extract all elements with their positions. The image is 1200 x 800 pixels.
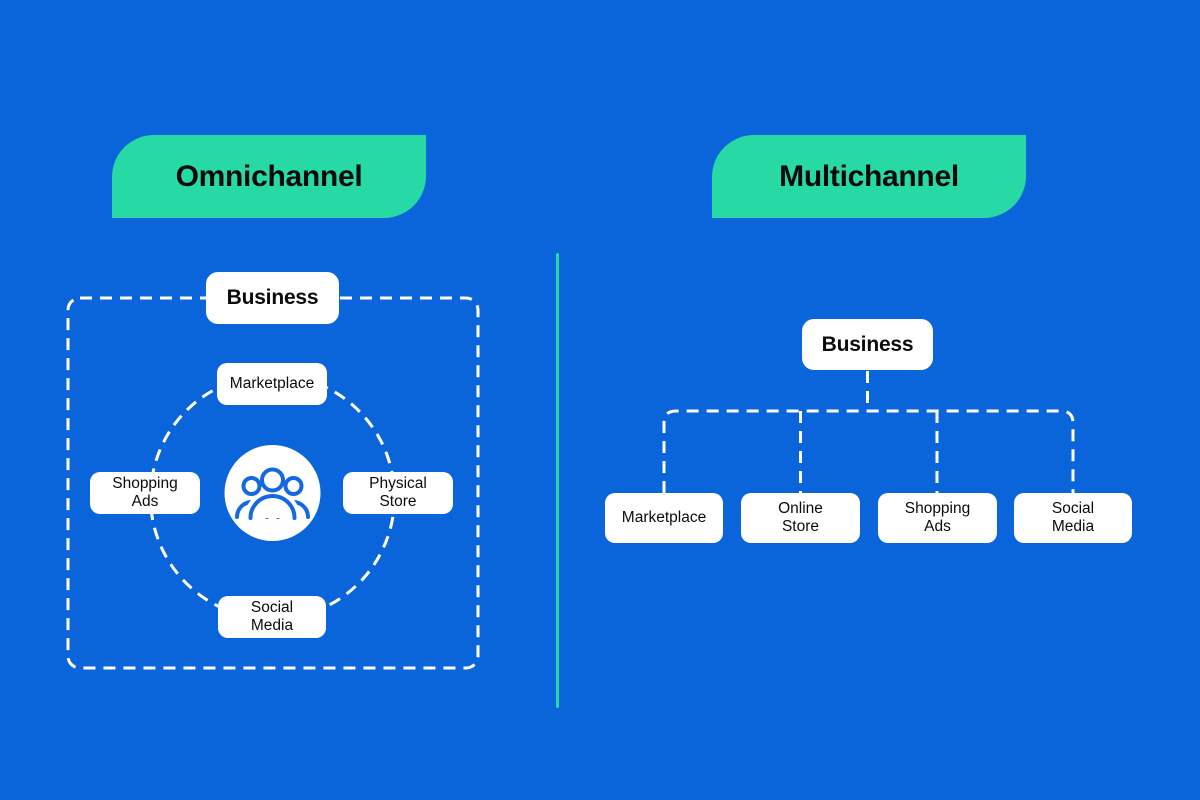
omnichannel-dashed-rect <box>66 296 480 670</box>
multichannel-business-label: Business <box>821 332 914 356</box>
omnichannel-node-physical-store: Physical Store <box>343 472 453 514</box>
omnichannel-title: Omnichannel <box>175 159 363 193</box>
panel-divider-line <box>556 253 559 708</box>
omnichannel-business-label: Business <box>226 286 319 309</box>
multichannel-node-shopping-ads: Shopping Ads <box>878 493 997 543</box>
multichannel-header-badge: Multichannel <box>712 135 1026 218</box>
omnichannel-business-box: Business <box>206 272 339 324</box>
multichannel-node-marketplace: Marketplace <box>605 493 723 543</box>
omnichannel-node-shopping-ads: Shopping Ads <box>90 472 200 514</box>
multichannel-title: Multichannel <box>779 159 959 193</box>
multichannel-business-box: Business <box>802 319 933 370</box>
people-group-icon <box>235 467 310 520</box>
omnichannel-header-badge: Omnichannel <box>112 135 426 218</box>
multichannel-dashed-tree <box>662 371 1075 493</box>
multichannel-node-social-media: Social Media <box>1014 493 1132 543</box>
tree-outer-branches <box>662 409 1075 493</box>
omnichannel-node-social-media: Social Media <box>218 596 326 638</box>
multichannel-node-online-store: Online Store <box>741 493 860 543</box>
omnichannel-node-marketplace: Marketplace <box>217 363 327 405</box>
